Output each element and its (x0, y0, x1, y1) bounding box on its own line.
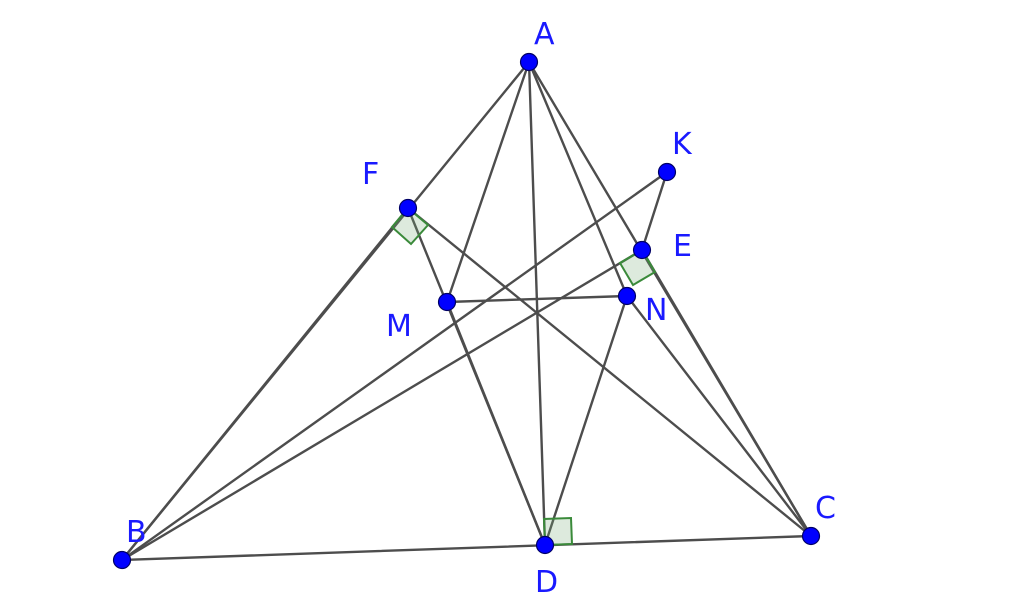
label-M: M (386, 309, 412, 344)
segment-AM (445, 60, 531, 304)
segment-BE (120, 248, 644, 562)
point-F[interactable] (398, 198, 418, 218)
segment-MD (445, 300, 547, 547)
label-D: D (535, 565, 558, 600)
label-F: F (362, 157, 379, 192)
segment-EK (640, 170, 669, 252)
point-K[interactable] (657, 162, 677, 182)
segment-CE (640, 248, 813, 538)
points-layer (112, 52, 821, 570)
point-B[interactable] (112, 550, 132, 570)
label-A: A (534, 17, 555, 52)
segment-AN (527, 60, 629, 298)
right-angle-marker-E (618, 248, 657, 287)
segment-AD (527, 60, 547, 547)
label-N: N (645, 293, 667, 328)
segment-BF (120, 206, 410, 562)
right-angle-markers (390, 206, 657, 547)
label-C: C (815, 491, 836, 526)
segment-BC (120, 534, 813, 562)
label-B: B (126, 515, 147, 550)
segment-MN (445, 294, 629, 304)
segments-layer (120, 60, 813, 562)
segment-BK (120, 170, 669, 562)
point-D[interactable] (535, 535, 555, 555)
segment-CN (625, 294, 813, 538)
segment-CF (406, 206, 813, 538)
point-E[interactable] (632, 240, 652, 260)
label-E: E (673, 229, 692, 264)
labels-layer: A B C D E F K M N (126, 17, 836, 600)
point-C[interactable] (801, 526, 821, 546)
point-N[interactable] (617, 286, 637, 306)
label-K: K (672, 127, 693, 162)
point-A[interactable] (519, 52, 539, 72)
right-angle-marker-F (390, 206, 430, 246)
point-M[interactable] (437, 292, 457, 312)
segment-ND (543, 294, 629, 547)
